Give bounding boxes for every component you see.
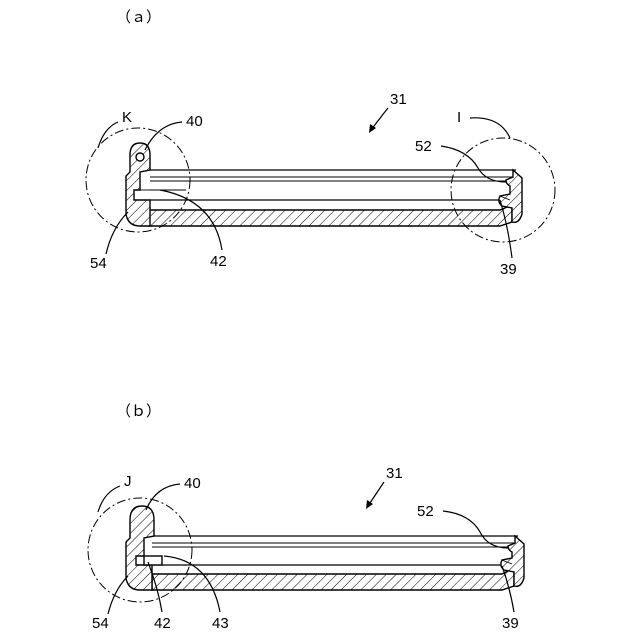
panel-b-ref-52: 52: [417, 503, 434, 520]
panel-a-leader-k: [98, 122, 118, 148]
panel-a-ref-52: 52: [415, 138, 432, 155]
panel-b-ref-j: J: [124, 473, 132, 490]
panel-b-ref-42: 42: [154, 615, 171, 632]
panel-a-ref-i: I: [457, 109, 461, 126]
panel-a-arrow-31: [369, 108, 388, 133]
panel-b-ref-54: 54: [92, 615, 109, 632]
panel-a-caption: （ａ）: [116, 9, 161, 26]
panel-a: （ａ） 31 K: [86, 9, 555, 278]
panel-b: （ｂ） 31 J: [88, 403, 524, 632]
panel-a-leader-i: [470, 118, 510, 138]
panel-a-leader-54: [106, 212, 128, 254]
panel-b-ref-43: 43: [212, 615, 229, 632]
panel-a-ref-40: 40: [186, 113, 203, 130]
panel-b-leader-54: [108, 576, 128, 614]
panel-b-latch-43: [144, 556, 162, 565]
panel-b-arrow-31: [366, 482, 384, 509]
panel-a-hinge-pin: [136, 153, 144, 161]
panel-b-top-rails: [152, 536, 518, 565]
panel-a-leader-40: [145, 122, 182, 150]
panel-b-ref-40: 40: [184, 475, 201, 492]
panel-b-ref-31: 31: [386, 465, 403, 482]
panel-a-ref-54: 54: [90, 255, 107, 272]
panel-b-ref-39: 39: [502, 615, 519, 632]
panel-a-top-rails: [150, 170, 516, 200]
panel-a-ref-31: 31: [390, 91, 407, 108]
panel-b-leader-40: [146, 484, 180, 510]
panel-a-ref-39: 39: [500, 261, 517, 278]
panel-a-ref-k: K: [122, 109, 132, 126]
panel-a-ref-42: 42: [210, 253, 227, 270]
panel-b-caption: （ｂ）: [116, 403, 161, 420]
panel-b-leader-52: [443, 511, 508, 548]
